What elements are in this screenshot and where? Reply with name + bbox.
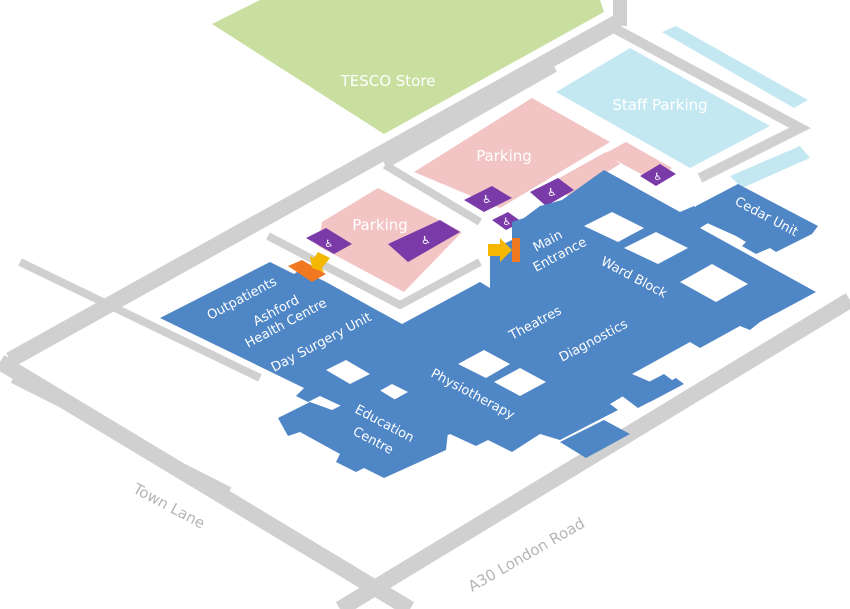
outpatients-entrance-arrow-icon: [310, 252, 330, 272]
road-parking-top: [383, 64, 557, 169]
road-town-lane: [0, 355, 415, 609]
cedar-unit-building[interactable]: [696, 184, 818, 254]
courtyard-5: [494, 368, 546, 396]
parking-left-area[interactable]: [318, 188, 462, 292]
staff-parking-strip-top: [662, 26, 808, 108]
disabled-bay-2: [530, 178, 574, 206]
courtyard-1: [584, 212, 644, 242]
road-staff-loop: [607, 21, 811, 183]
parking-strip: [552, 152, 620, 196]
education-centre-building[interactable]: [278, 388, 448, 478]
road-left-lane: [18, 258, 262, 382]
road-lower-lane: [10, 377, 232, 493]
staff-parking-area[interactable]: [556, 48, 770, 168]
road-parking-mid: [382, 161, 483, 226]
annex-block-2[interactable]: [622, 374, 680, 408]
disabled-bay-4: [640, 164, 676, 186]
wheelchair-icon: ♿: [482, 193, 492, 206]
staff-parking-label: Staff Parking: [612, 96, 707, 114]
road-a30-london-road: [335, 293, 850, 609]
parking-center-area[interactable]: [414, 98, 610, 208]
wheelchair-icon: ♿: [325, 239, 334, 250]
disabled-bay-6: [388, 220, 460, 262]
courtyard-2: [624, 232, 688, 264]
courtyard-4: [458, 350, 510, 378]
disabled-bay-1: [464, 186, 512, 212]
courtyard-3: [680, 264, 748, 302]
disabled-bay-5: [306, 228, 352, 254]
wheelchair-icon: ♿: [654, 172, 663, 183]
wheelchair-icon: ♿: [547, 186, 557, 199]
outpatients-entrance-marker: [288, 260, 326, 282]
wheelchair-icon: ♿: [421, 234, 431, 247]
tesco-store-label: TESCO Store: [340, 72, 436, 90]
tesco-store-area[interactable]: [212, 0, 604, 134]
parking-center-label: Parking: [476, 147, 532, 165]
main-entrance-arrow-icon: [488, 238, 512, 262]
courtyards: [326, 212, 748, 402]
staff-parking-strip-right: [730, 146, 810, 188]
main-entrance-marker: [512, 238, 520, 262]
courtyard-6: [326, 360, 370, 384]
wheelchair-icon: ♿: [503, 217, 512, 228]
annex-block-1[interactable]: [560, 420, 630, 458]
parking-left-label: Parking: [352, 216, 408, 234]
